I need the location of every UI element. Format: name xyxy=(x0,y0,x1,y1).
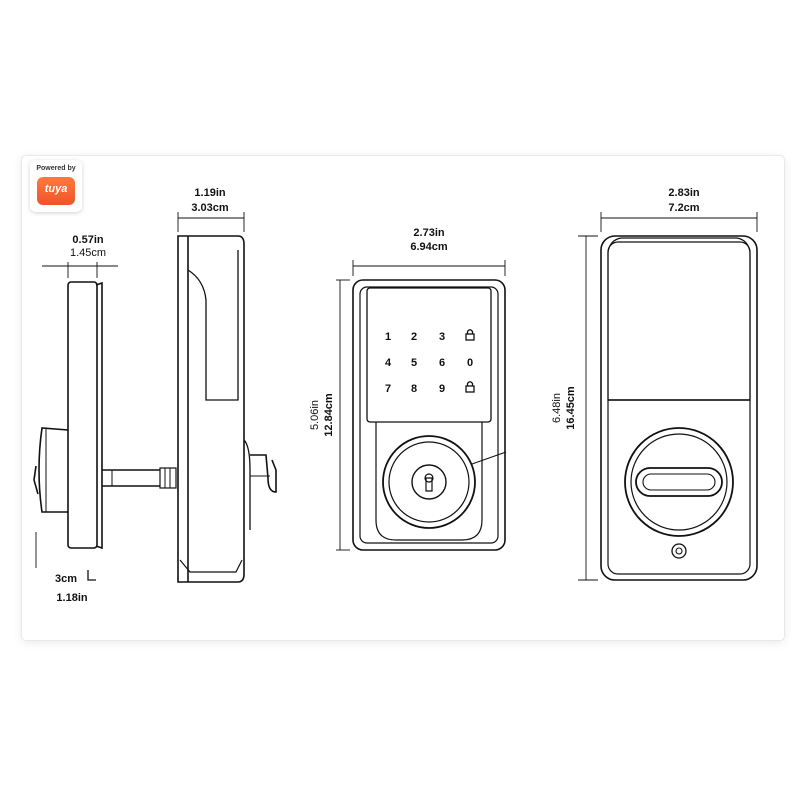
powered-by-label: Powered by xyxy=(36,165,76,172)
front-height-in: 5.06in xyxy=(309,400,321,430)
front-width-cm: 6.94cm xyxy=(410,241,448,253)
keypad-panel xyxy=(366,287,492,423)
back-outer xyxy=(600,235,758,581)
side-plate xyxy=(67,281,98,549)
profile-width-cm: 3.03cm xyxy=(191,202,229,214)
dimension-lines xyxy=(35,212,758,581)
side-view xyxy=(33,281,177,550)
front-height-cm: 12.84cm xyxy=(323,393,335,437)
profile-view xyxy=(177,235,277,583)
keypad-key-6: 6 xyxy=(439,357,445,369)
keypad-key-7: 7 xyxy=(385,383,391,395)
keypad-key-3: 3 xyxy=(439,331,445,343)
front-view xyxy=(352,279,507,551)
side-knob xyxy=(38,427,69,513)
side-depth-in: 1.18in xyxy=(56,592,87,604)
tuya-badge: Powered by tuya xyxy=(30,160,82,212)
back-height-cm: 16.45cm xyxy=(565,386,577,430)
back-width-cm: 7.2cm xyxy=(668,202,699,214)
keypad-key-4: 4 xyxy=(385,357,392,369)
key-cylinder-ring xyxy=(382,435,476,529)
thumb-turn-ring xyxy=(624,427,734,537)
tuya-logo-text: tuya xyxy=(44,183,68,195)
keypad-key-8: 8 xyxy=(411,383,417,395)
keypad-key-0: 0 xyxy=(467,357,473,369)
side-depth-cm: 3cm xyxy=(55,573,77,585)
thumb-turn xyxy=(635,467,723,497)
side-width-cm: 1.45cm xyxy=(70,247,106,259)
keypad-key-9: 9 xyxy=(439,383,445,395)
keypad-key-5: 5 xyxy=(411,357,417,369)
profile-body xyxy=(177,235,245,583)
front-outer xyxy=(352,279,506,551)
keypad-key-2: 2 xyxy=(411,331,417,343)
front-width-in: 2.73in xyxy=(413,227,444,239)
back-width-in: 2.83in xyxy=(668,187,699,199)
lock-icon xyxy=(465,329,475,341)
lock-icon xyxy=(465,381,475,393)
keypad-key-1: 1 xyxy=(385,331,391,343)
profile-width-in: 1.19in xyxy=(194,187,225,199)
back-view xyxy=(600,235,758,581)
side-width-in: 0.57in xyxy=(72,234,103,246)
back-height-in: 6.48in xyxy=(551,393,563,423)
tuya-logo: tuya xyxy=(37,177,75,205)
